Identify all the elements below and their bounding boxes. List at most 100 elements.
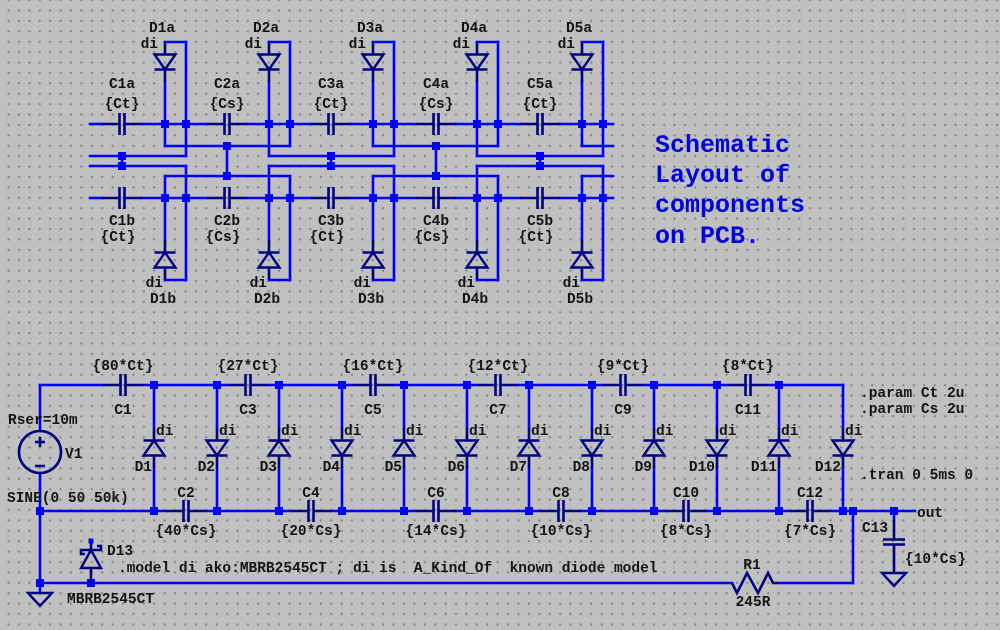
comment-line[interactable]: Schematic: [655, 131, 790, 160]
capacitor-name-label[interactable]: C6: [427, 486, 444, 502]
capacitor-name-label[interactable]: C5: [364, 403, 381, 419]
capacitor-name-label[interactable]: C5a: [527, 77, 553, 93]
capacitor-name-label[interactable]: C3b: [318, 214, 344, 230]
capacitor-c7[interactable]: {12*Ct}C7: [468, 359, 529, 419]
capacitor-c5[interactable]: {16*Ct}C5: [343, 359, 404, 419]
capacitor-name-label[interactable]: C12: [797, 486, 823, 502]
diode-name-label[interactable]: D2a: [253, 21, 279, 37]
capacitor-value-label[interactable]: {9*Ct}: [597, 359, 649, 375]
capacitor-value-label[interactable]: {Ct}: [310, 230, 345, 246]
capacitor-c9[interactable]: {9*Ct} C9: [597, 359, 649, 419]
diode-model-label[interactable]: di: [146, 276, 164, 292]
capacitor-c3[interactable]: {27*Ct} C3: [218, 359, 279, 419]
capacitor-value-label[interactable]: {80*Ct}: [93, 359, 154, 375]
capacitor-name-label[interactable]: C2b: [214, 214, 240, 230]
diode-model-label[interactable]: di: [344, 424, 362, 440]
capacitor-c3a[interactable]: C3a {Ct}: [311, 77, 351, 135]
source-name-label[interactable]: V1: [65, 447, 83, 463]
diode-model-label[interactable]: di: [458, 276, 476, 292]
diode-model-label[interactable]: di: [281, 424, 299, 440]
source-value-label[interactable]: SINE(0 50 50k): [7, 491, 129, 507]
capacitor-value-label[interactable]: {14*Cs}: [406, 524, 467, 540]
diode-name-label[interactable]: D3b: [358, 292, 384, 308]
diode-name-label[interactable]: D5a: [566, 21, 592, 37]
capacitor-name-label[interactable]: C4a: [423, 77, 449, 93]
capacitor-name-label[interactable]: C1a: [109, 77, 135, 93]
capacitor-c4[interactable]: C4{20*Cs}: [281, 486, 342, 540]
capacitor-name-label[interactable]: C4: [302, 486, 320, 502]
diode-name-label[interactable]: D1a: [149, 21, 175, 37]
diode-name-label[interactable]: D3a: [357, 21, 383, 37]
capacitor-value-label[interactable]: {Cs}: [206, 230, 241, 246]
capacitor-value-label[interactable]: {10*Cs}: [531, 524, 592, 540]
capacitor-value-label[interactable]: {Ct}: [314, 97, 349, 113]
diode-name-label[interactable]: D9: [635, 460, 652, 476]
directive-param-cs[interactable]: .param Cs 2u: [860, 402, 964, 418]
capacitor-value-label[interactable]: {27*Ct}: [218, 359, 279, 375]
diode-model-label[interactable]: di: [245, 37, 263, 53]
capacitor-c8[interactable]: C8 {10*Cs}: [531, 486, 592, 540]
capacitor-name-label[interactable]: C3a: [318, 77, 344, 93]
capacitor-name-label[interactable]: C9: [614, 403, 631, 419]
capacitor-value-label[interactable]: {Ct}: [105, 97, 140, 113]
diode-name-label[interactable]: D11: [751, 460, 777, 476]
capacitor-name-label[interactable]: C8: [552, 486, 569, 502]
capacitor-value-label[interactable]: {Ct}: [101, 230, 136, 246]
capacitor-c10[interactable]: C10{8*Cs}: [660, 486, 712, 540]
capacitor-c2b[interactable]: C2b{Cs}: [206, 187, 247, 246]
capacitor-name-label[interactable]: C1b: [109, 214, 135, 230]
capacitor-c12[interactable]: C12{7*Cs}: [784, 486, 836, 540]
capacitor-name-label[interactable]: C11: [735, 403, 761, 419]
capacitor-name-label[interactable]: C3: [239, 403, 256, 419]
diode-name-label[interactable]: D1: [135, 460, 153, 476]
diode-model-label[interactable]: di: [719, 424, 737, 440]
capacitor-value-label[interactable]: {8*Cs}: [660, 524, 712, 540]
comment-line[interactable]: Layout of: [655, 161, 790, 190]
diode-name-label[interactable]: D5b: [567, 292, 593, 308]
diode-model-label[interactable]: di: [781, 424, 799, 440]
diode-name-label[interactable]: D4b: [462, 292, 488, 308]
diode-name-label[interactable]: D3: [260, 460, 277, 476]
diode-model-label[interactable]: di: [845, 424, 863, 440]
diode-name-label[interactable]: D5: [385, 460, 402, 476]
comment-line[interactable]: components: [655, 191, 805, 220]
diode-model-label[interactable]: di: [354, 276, 372, 292]
capacitor-value-label[interactable]: {Cs}: [415, 230, 450, 246]
diode-model-label[interactable]: di: [406, 424, 424, 440]
capacitor-c2a[interactable]: C2a{Cs}: [207, 77, 247, 135]
diode-name-label[interactable]: D2: [198, 460, 215, 476]
capacitor-c4a[interactable]: C4a{Cs}: [416, 77, 456, 135]
directive-model[interactable]: .model di ako:MBRB2545CT ; di is A_Kind_…: [118, 561, 658, 577]
diode-model-label[interactable]: di: [469, 424, 487, 440]
diode-model-label[interactable]: di: [531, 424, 549, 440]
capacitor-c1[interactable]: {80*Ct}C1: [93, 359, 154, 419]
capacitor-value-label[interactable]: {Ct}: [519, 230, 554, 246]
resistor-name-label[interactable]: R1: [743, 558, 761, 574]
diode-name-label[interactable]: D6: [448, 460, 465, 476]
capacitor-c11[interactable]: {8*Ct}C11: [722, 359, 774, 419]
net-label-out[interactable]: out: [917, 506, 943, 522]
diode-name-label[interactable]: D4: [323, 460, 341, 476]
directive-param-ct[interactable]: .param Ct 2u: [860, 386, 964, 402]
diode-name-label[interactable]: D13: [107, 544, 133, 560]
